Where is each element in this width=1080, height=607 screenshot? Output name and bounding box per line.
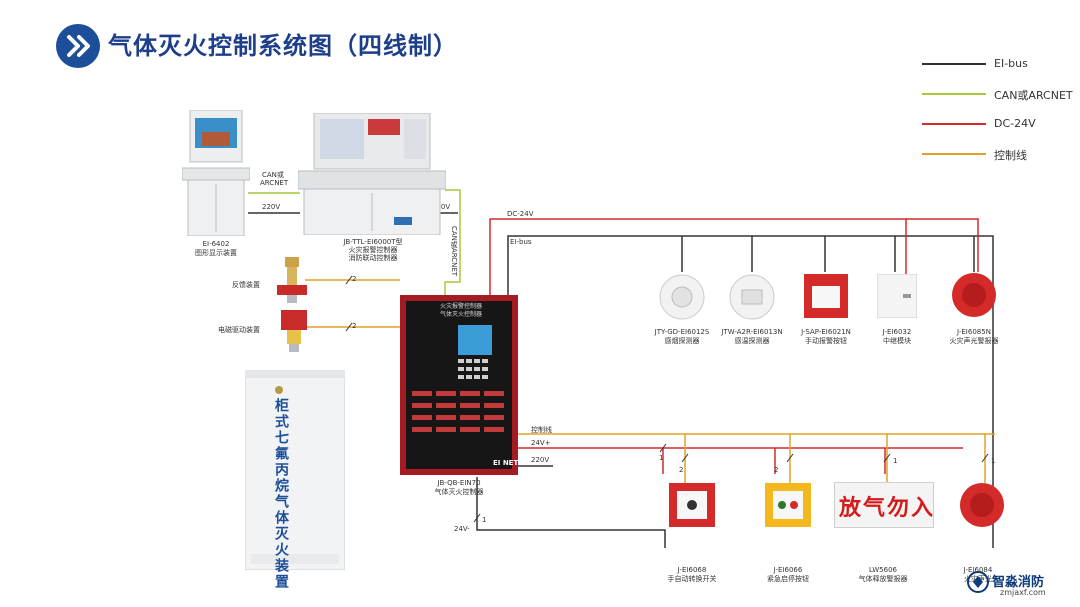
bottom-3-model: J-EI6084 (963, 566, 993, 574)
count-d: 1 (893, 457, 898, 465)
gas-release-banner-text: 放气勿入 (839, 495, 936, 521)
console-model: JB-TTL-EI6000T型 (343, 238, 403, 246)
top-0-model: JTY-GD-EI6012S (654, 328, 710, 336)
top-3-model: J-EI6032 (882, 328, 912, 336)
top-1-name: 感温探测器 (734, 337, 770, 345)
ac220-label-c: 220V (531, 456, 550, 464)
console-name1: 火灾报警控制器 (348, 246, 398, 254)
console-name2: 消防联动控制器 (348, 254, 398, 262)
count-a: 1 (659, 454, 664, 462)
bottom-1-model: J-EI6066 (773, 566, 803, 574)
bottom-1-name: 紧急启停按钮 (767, 575, 809, 583)
top-2-name: 手动报警按钮 (805, 337, 847, 345)
pressure-switch-icon (277, 257, 307, 303)
page-title: 气体灭火控制系统图（四线制） (108, 32, 458, 60)
ac220-label-b: 220V (432, 203, 451, 211)
bottom-2-name: 气体释放警报器 (858, 575, 908, 583)
controller-name: 气体灭火控制器 (434, 488, 484, 496)
display-name: 图形显示装置 (195, 249, 237, 257)
watermark-brand: 智淼消防 (992, 575, 1045, 590)
solenoid-label: 电磁驱动装置 (218, 326, 260, 334)
controller-brand: EI NET (493, 459, 519, 467)
legend-control: 控制线 (994, 149, 1027, 162)
ac220-label-a: 220V (262, 203, 281, 211)
cabinet-text: 柜式七氟丙烷气体灭火装置 (273, 398, 289, 590)
fire-sound-light-icon (960, 483, 1004, 527)
heat-detector-icon (729, 274, 775, 320)
bottom-2-model: LW5606 (869, 566, 897, 574)
top-1-model: JTW-A2R-EI6013N (721, 328, 783, 336)
gas-release-banner: 放气勿入 (834, 482, 934, 528)
relay-module-icon (877, 274, 917, 318)
legend-dc24: DC-24V (994, 117, 1036, 130)
can-or-label: CAN或 (262, 171, 284, 179)
count-f: 1 (482, 516, 487, 524)
top-0-name: 感烟探测器 (664, 337, 700, 345)
legend-can: CAN或ARCNET (994, 89, 1073, 102)
title-badge-icon (56, 24, 100, 68)
count-e: 1 (991, 457, 996, 465)
top-4-name: 火灾声光警报器 (949, 337, 999, 345)
v24minus-label: 24V- (454, 525, 470, 533)
top-3-name: 中继模块 (883, 337, 911, 345)
smoke-detector-icon (659, 274, 705, 320)
top-4-model: J-EI6085N (957, 328, 991, 336)
legend-lines (922, 63, 986, 155)
bottom-0-name: 手自动转换开关 (667, 575, 717, 583)
dc24-wire-label: DC-24V (507, 210, 534, 218)
legend-eibus: EI-bus (994, 57, 1028, 70)
manual-alarm-button-icon (804, 274, 848, 318)
display-terminal-icon (182, 110, 250, 236)
sound-light-alarm-icon (952, 273, 996, 317)
controller-model: JB-QB-EIN70 (437, 479, 481, 487)
control-wire-label: 控制线 (531, 426, 552, 434)
watermark-url: zmjaxf.com (1000, 588, 1046, 597)
can-vertical-label: CAN或ARCNET (450, 226, 458, 277)
solenoid-icon (281, 310, 307, 352)
display-model: EI-6402 (202, 240, 230, 248)
controller-panel-title2: 气体灭火控制器 (440, 311, 483, 318)
count-solenoid: 2 (352, 322, 357, 330)
arcnet-label: ARCNET (260, 179, 289, 187)
alarm-console-icon (298, 113, 446, 235)
top-2-model: J-SAP-EI6021N (801, 328, 851, 336)
count-feedback: 2 (352, 275, 357, 283)
emergency-stop-button-icon (765, 483, 811, 527)
feedback-label: 反馈装置 (232, 281, 260, 289)
count-c: 2 (774, 466, 779, 474)
gas-controller-icon (400, 295, 518, 475)
bottom-0-model: J-EI6068 (677, 566, 707, 574)
eibus-wire-label: EI-bus (510, 238, 532, 246)
v24plus-label: 24V+ (531, 439, 551, 447)
controller-panel-title1: 火灾报警控制器 (440, 303, 483, 310)
auto-manual-switch-icon (669, 483, 715, 527)
gas-cabinet-icon (245, 370, 345, 570)
watermark-logo-icon (967, 571, 989, 593)
count-b: 2 (679, 466, 684, 474)
